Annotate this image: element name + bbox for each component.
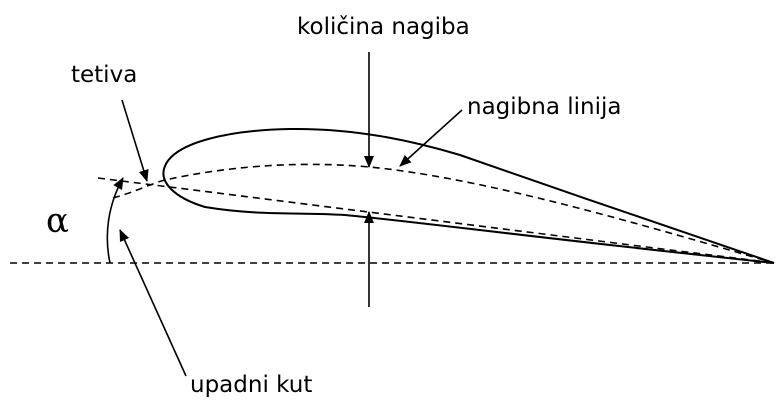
angle-arc	[106, 177, 124, 264]
label-camber-line: nagibna linija	[467, 94, 621, 120]
camber-line	[112, 163, 775, 264]
label-chord: tetiva	[71, 62, 137, 88]
label-angle-of-attack: upadni kut	[190, 372, 312, 398]
camber-line-arrow	[399, 109, 463, 167]
airfoil-outline	[162, 127, 775, 264]
chord-line	[97, 177, 775, 264]
label-camber-amount: količina nagiba	[297, 14, 470, 40]
label-alpha: α	[46, 201, 69, 241]
angle-of-attack-arrow	[119, 229, 187, 377]
chord-arrow	[121, 99, 149, 182]
